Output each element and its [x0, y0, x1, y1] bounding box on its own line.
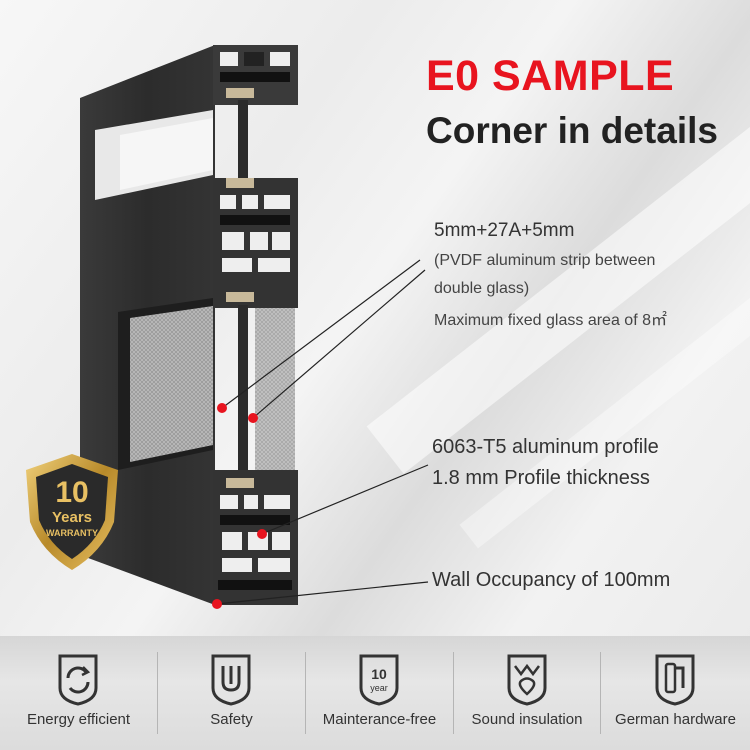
leader-lines — [216, 259, 429, 605]
glass-spec-line: Maximum fixed glass area of 8㎡ — [434, 312, 667, 329]
feature-label: German hardware — [615, 711, 736, 728]
divider — [157, 652, 158, 734]
svg-text:10: 10 — [371, 666, 387, 682]
divider — [453, 652, 454, 734]
feature-sound-insulation: Sound insulation — [454, 636, 600, 750]
badge-number: 10 — [55, 476, 88, 509]
profile-cross-section — [213, 45, 298, 605]
handle-hardware-icon — [655, 654, 695, 706]
features-bar: Energy efficient Safety 10 year Maintera… — [0, 636, 750, 750]
wall-occupancy-spec: Wall Occupancy of 100mm — [432, 569, 671, 591]
shield-safety-icon — [211, 654, 251, 706]
feature-label: Sound insulation — [471, 711, 583, 728]
badge-warranty: WARRANTY — [46, 528, 98, 538]
feature-label: Energy efficient — [26, 711, 131, 728]
profile-spec-thickness: 1.8 mm Profile thickness — [432, 467, 650, 489]
svg-text:year: year — [370, 683, 388, 693]
heading-e0-sample: E0 SAMPLE — [426, 52, 675, 100]
feature-maintenance-free: 10 year Mainterance-free — [306, 636, 453, 750]
callout-dots — [212, 403, 267, 609]
badge-years: Years — [52, 509, 92, 526]
warranty-badge: 10 Years WARRANTY — [26, 454, 118, 570]
divider — [600, 652, 601, 734]
sound-shield-icon — [507, 654, 547, 706]
profile-spec-title: 6063-T5 aluminum profile — [432, 436, 659, 458]
glass-spec-line: (PVDF aluminum strip between — [434, 252, 656, 269]
ten-year-icon: 10 year — [359, 654, 399, 706]
feature-german-hardware: German hardware — [601, 636, 750, 750]
feature-safety: Safety — [158, 636, 305, 750]
energy-cycle-icon — [58, 654, 98, 706]
insect-mesh — [130, 306, 213, 462]
glass-spec-title: 5mm+27A+5mm — [434, 220, 575, 241]
feature-label: Safety — [210, 711, 253, 728]
heading-corner-details: Corner in details — [426, 110, 718, 151]
feature-energy-efficient: Energy efficient — [0, 636, 157, 750]
glass-spec-line: double glass) — [434, 280, 530, 297]
divider — [305, 652, 306, 734]
feature-label: Mainterance-free — [322, 711, 437, 728]
